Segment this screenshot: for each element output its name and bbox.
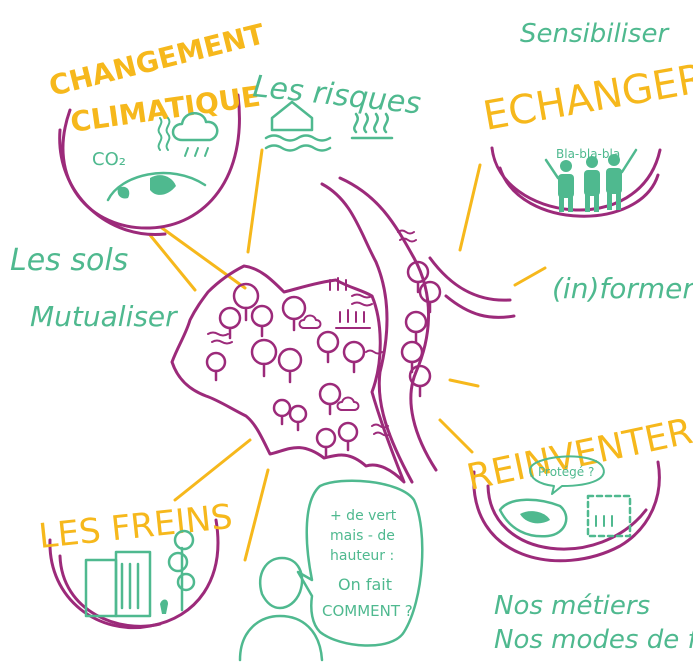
title-freins: LES FREINS — [37, 497, 235, 557]
trees-icon — [205, 260, 442, 458]
connector-freins — [173, 438, 252, 502]
arc-freins: LES FREINS — [37, 497, 235, 630]
connector-echanger — [458, 163, 482, 252]
title-sensibiliser: Sensibiliser — [520, 19, 670, 49]
tree-icon — [167, 529, 196, 612]
building-plan-icon — [586, 494, 632, 538]
connector-reinventer-a — [448, 378, 480, 388]
river-left-bank — [320, 182, 414, 484]
speech-bubble: + de vert mais - de hauteur : On fait CO… — [296, 479, 424, 647]
arc-changement-climatique: CHANGEMENT CLIMATIQUE CO₂ — [46, 17, 268, 237]
connector-climat — [160, 226, 247, 290]
speech-bubble-protege — [529, 455, 605, 495]
title-metiers: Nos métiers — [494, 591, 650, 621]
connector-lines — [148, 148, 547, 562]
crops-icon — [329, 277, 371, 329]
risques-group: Les risques — [251, 69, 423, 152]
connector-informer — [513, 266, 547, 287]
flooded-house-icon — [270, 100, 314, 132]
bubble-line-4: On fait — [338, 575, 392, 594]
title-echanger: ECHANGER — [480, 56, 693, 140]
title-modes: Nos modes de faire — [494, 625, 693, 655]
connector-sols — [148, 233, 197, 292]
bubble-line-3: hauteur : — [330, 548, 394, 564]
title-sols: Les sols — [10, 243, 128, 278]
smoke-icon — [157, 117, 163, 151]
heat-waves-icon — [353, 112, 389, 134]
river-branch — [428, 256, 516, 319]
bubble-line-5: COMMENT ? — [322, 602, 413, 620]
people-icon — [558, 154, 622, 212]
title-mutualiser: Mutualiser — [30, 300, 178, 333]
co2-label: CO₂ — [92, 149, 126, 170]
bubble-line-2: mais - de — [330, 528, 395, 544]
territory-outline — [170, 264, 406, 484]
blabla-label: Bla-bla-bla — [556, 147, 620, 161]
person-icon — [238, 556, 324, 662]
river-right-bank — [338, 176, 438, 472]
central-map — [170, 176, 516, 484]
buildings-icon — [84, 550, 152, 618]
earth-icon — [106, 171, 207, 202]
title-informer: (in)former — [552, 272, 693, 305]
connector-risques — [246, 148, 264, 254]
arc-reinventer: REINVENTER Protégé ? — [463, 411, 693, 563]
bubble-line-1: + de vert — [330, 508, 397, 524]
land-parcel-icon — [498, 498, 568, 538]
connector-reinventer-b — [438, 418, 474, 454]
arc-echanger: Sensibiliser ECHANGER Bla-bla-bla — [480, 19, 693, 218]
protege-label: Protégé ? — [538, 465, 594, 479]
cloud-icon — [171, 112, 219, 142]
connector-bubble — [243, 468, 270, 562]
